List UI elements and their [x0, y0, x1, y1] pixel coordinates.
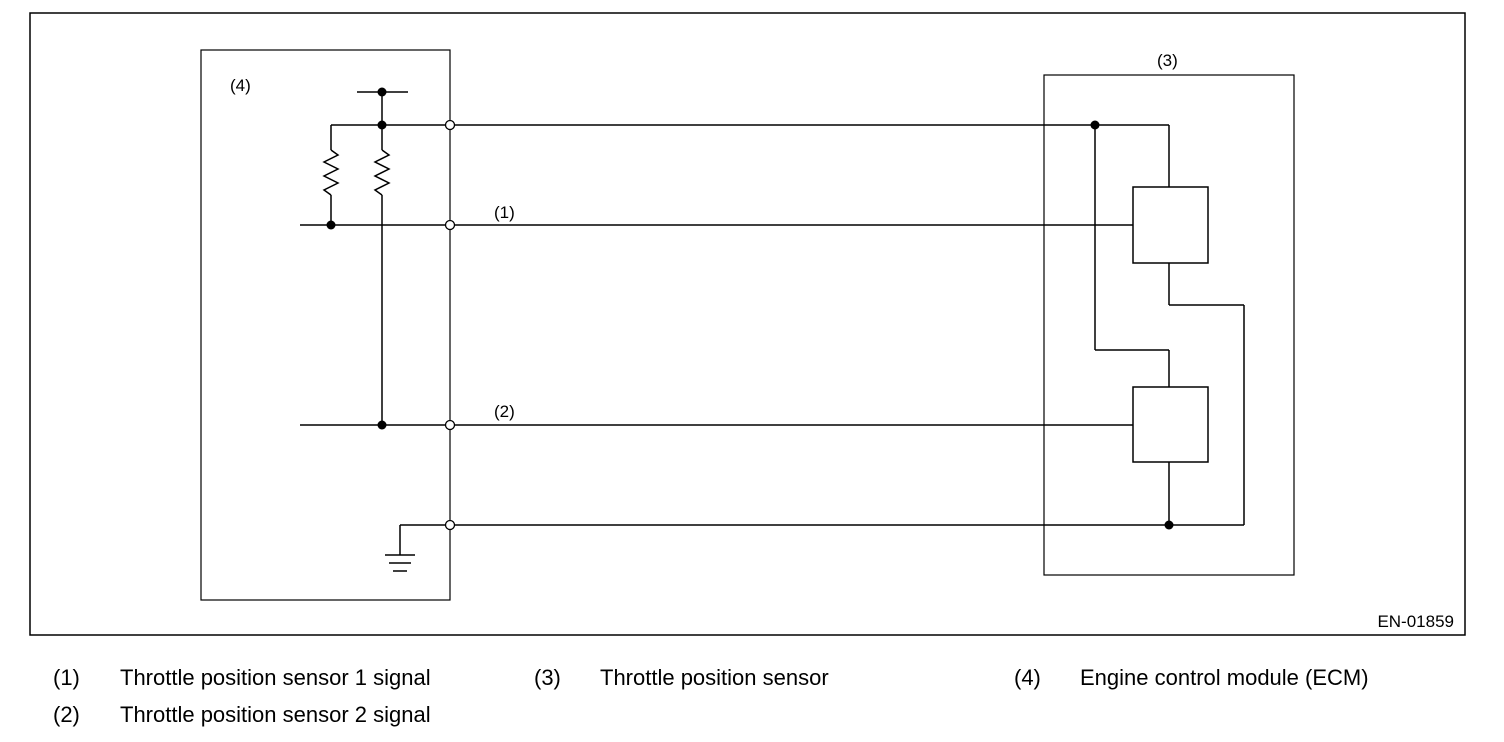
signal-1-label: (1) [494, 203, 515, 222]
pullup-resistor-2 [373, 149, 391, 196]
terminal-signal-2 [444, 419, 456, 431]
legend-number: (2) [53, 702, 80, 727]
ground-symbol [385, 554, 415, 572]
legend-number: (4) [1014, 665, 1041, 690]
sensor-element-2 [1132, 386, 1209, 463]
terminal-signal-1 [444, 219, 456, 231]
terminal-ground [444, 519, 456, 531]
legend-number: (1) [53, 665, 80, 690]
ecm-terminals [444, 119, 456, 531]
sensor-label: (3) [1157, 51, 1178, 70]
legend-text: Engine control module (ECM) [1080, 665, 1369, 690]
legend-text: Throttle position sensor 1 signal [120, 665, 431, 690]
junction-dots [326, 120, 1174, 530]
pullup-resistor-1 [322, 149, 340, 196]
legend-text: Throttle position sensor 2 signal [120, 702, 431, 727]
figure-id: EN-01859 [1377, 612, 1454, 631]
power-supply-symbol [357, 91, 408, 125]
terminal-power [444, 119, 456, 131]
sensor-box [1043, 74, 1295, 576]
diagram-frame [29, 12, 1466, 636]
legend-number: (3) [534, 665, 561, 690]
legend-text: Throttle position sensor [600, 665, 829, 690]
wires [300, 124, 1245, 555]
ecm-label: (4) [230, 76, 251, 95]
supply-junction-dot [377, 87, 387, 97]
ecm-box [200, 49, 451, 601]
sensor-element-1 [1132, 186, 1209, 264]
signal-2-label: (2) [494, 402, 515, 421]
